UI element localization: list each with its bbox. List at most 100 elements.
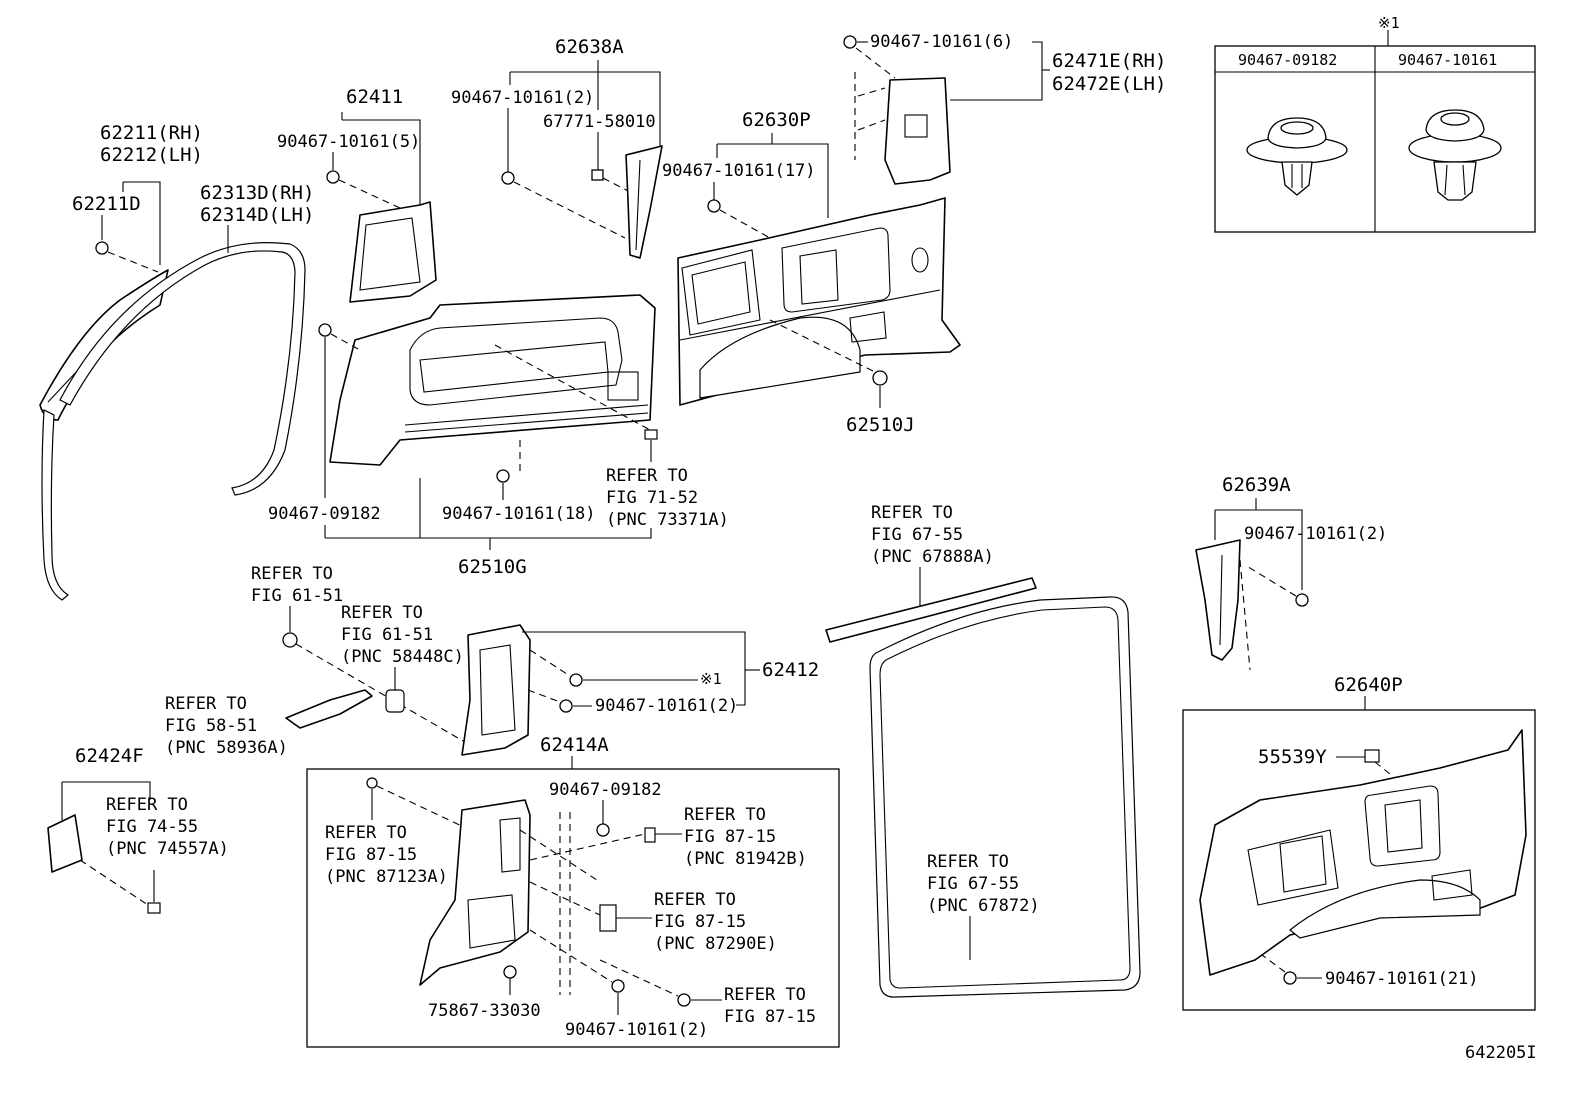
clip-icon — [282, 632, 298, 648]
label-62638a: 62638A — [555, 36, 624, 58]
ref-61-51a-line1: REFER TO — [251, 564, 333, 584]
ref-87-15b-line1: REFER TO — [684, 805, 766, 825]
ref-74-55-line3: (PNC 74557A) — [106, 839, 229, 859]
label-62211: 62211(RH) — [100, 122, 203, 144]
label-62639a: 62639A — [1222, 474, 1291, 496]
label-clip-10161-18: 90467-10161(18) — [442, 504, 596, 524]
bracket-62424f — [47, 814, 83, 873]
ref-58-51-line3: (PNC 58936A) — [165, 738, 288, 758]
label-55539y: 55539Y — [1258, 746, 1327, 768]
clip-icon — [591, 169, 604, 181]
garnish-62414a — [419, 799, 531, 986]
door-weatherstrip — [869, 596, 1141, 998]
pillar-62638a — [625, 145, 663, 259]
label-clip-10161-6: 90467-10161(6) — [870, 32, 1013, 52]
label-clip-10161-2b: 90467-10161(2) — [595, 696, 738, 716]
ref-67-55a-line3: (PNC 67888A) — [871, 547, 994, 567]
label-75867: 75867-33030 — [428, 1001, 541, 1021]
ref-87-15a-line2: FIG 87-15 — [325, 845, 417, 865]
clip-icon — [95, 241, 109, 255]
label-62640p: 62640P — [1334, 674, 1403, 696]
label-clip-10161-5: 90467-10161(5) — [277, 132, 420, 152]
label-62472e: 62472E(LH) — [1052, 73, 1166, 95]
label-clip-09182a: 90467-09182 — [268, 504, 381, 524]
clip-icon — [872, 370, 888, 386]
label-62630p: 62630P — [742, 109, 811, 131]
clip-icon — [559, 699, 573, 713]
clip-icon — [366, 777, 378, 789]
ref-87-15c-line3: (PNC 87290E) — [654, 934, 777, 954]
garnish-62411 — [349, 201, 437, 303]
ref-87-15a-line1: REFER TO — [325, 823, 407, 843]
clip-10161-icon — [1408, 109, 1502, 201]
label-62510g: 62510G — [458, 556, 527, 578]
clip-icon — [707, 199, 721, 213]
label-clip-10161-2c: 90467-10161(2) — [565, 1020, 708, 1040]
figure-code: 642205I — [1465, 1043, 1537, 1063]
clip-icon — [501, 171, 515, 185]
label-clip-10161-21: 90467-10161(21) — [1325, 969, 1479, 989]
ref-58-51-line2: FIG 58-51 — [165, 716, 257, 736]
clip-icon — [496, 469, 510, 483]
clip-reference-inset: ※1 90467-09182 90467-10161 — [1214, 14, 1536, 233]
panel-62510g — [329, 294, 656, 466]
clip-icon — [1295, 593, 1309, 607]
pillar-62471e — [884, 77, 951, 185]
ref-87-15d-line2: FIG 87-15 — [724, 1007, 816, 1027]
label-62424f: 62424F — [75, 745, 144, 767]
label-62471e: 62471E(RH) — [1052, 50, 1166, 72]
ref-74-55-line2: FIG 74-55 — [106, 817, 198, 837]
inset-col1-label: 90467-09182 — [1238, 51, 1337, 69]
clip-icon — [318, 323, 332, 337]
clip-icon — [503, 965, 517, 979]
label-62313d: 62313D(RH) — [200, 182, 314, 204]
ref-87-15b-line2: FIG 87-15 — [684, 827, 776, 847]
panel-62640p — [1199, 729, 1527, 976]
clip-icon — [611, 979, 625, 993]
ref-58-51-line1: REFER TO — [165, 694, 247, 714]
label-62414a: 62414A — [540, 734, 609, 756]
ref-67-55b-line2: FIG 67-55 — [927, 874, 1019, 894]
ref-74-55-line1: REFER TO — [106, 795, 188, 815]
label-62411: 62411 — [346, 86, 403, 108]
ref-67-55b-line3: (PNC 67872) — [927, 896, 1040, 916]
label-clip-10161-17: 90467-10161(17) — [662, 161, 816, 181]
ref-87-15a-line3: (PNC 87123A) — [325, 867, 448, 887]
clip-icon — [1283, 971, 1297, 985]
pillar-62639a — [1195, 539, 1241, 661]
label-62510j: 62510J — [846, 414, 915, 436]
label-62412: 62412 — [762, 659, 819, 681]
label-62212: 62212(LH) — [100, 144, 203, 166]
label-62314d: 62314D(LH) — [200, 204, 314, 226]
ref-71-52-line2: FIG 71-52 — [606, 488, 698, 508]
ref-61-51b-line3: (PNC 58448C) — [341, 647, 464, 667]
ref-87-15b-line3: (PNC 81942B) — [684, 849, 807, 869]
clip-09182-icon — [1246, 117, 1348, 196]
clip-icon — [569, 673, 583, 687]
pillar-garnish-62211 — [39, 242, 306, 601]
clip-icon — [596, 823, 610, 837]
ref-67-55a-line1: REFER TO — [871, 503, 953, 523]
inset-col2-label: 90467-10161 — [1398, 51, 1497, 69]
inset-mark: ※1 — [1378, 14, 1400, 32]
ref-61-51a-line2: FIG 61-51 — [251, 586, 343, 606]
mark-x1: ※1 — [700, 670, 722, 688]
label-62211d: 62211D — [72, 193, 141, 215]
ref-67-55a-line2: FIG 67-55 — [871, 525, 963, 545]
ref-87-15c-line1: REFER TO — [654, 890, 736, 910]
label-67771: 67771-58010 — [543, 112, 656, 132]
label-clip-10161-2d: 90467-10161(2) — [1244, 524, 1387, 544]
ref-71-52-line1: REFER TO — [606, 466, 688, 486]
clip-icon — [677, 993, 691, 1007]
ref-61-51b-line2: FIG 61-51 — [341, 625, 433, 645]
ref-61-51b-line1: REFER TO — [341, 603, 423, 623]
label-clip-10161-2a: 90467-10161(2) — [451, 88, 594, 108]
ref-67-55b-line1: REFER TO — [927, 852, 1009, 872]
ref-71-52-line3: (PNC 73371A) — [606, 510, 729, 530]
label-clip-09182b: 90467-09182 — [549, 780, 662, 800]
ref-87-15d-line1: REFER TO — [724, 985, 806, 1005]
clip-icon — [326, 170, 340, 184]
ref-87-15c-line2: FIG 87-15 — [654, 912, 746, 932]
clip-icon — [843, 35, 857, 49]
